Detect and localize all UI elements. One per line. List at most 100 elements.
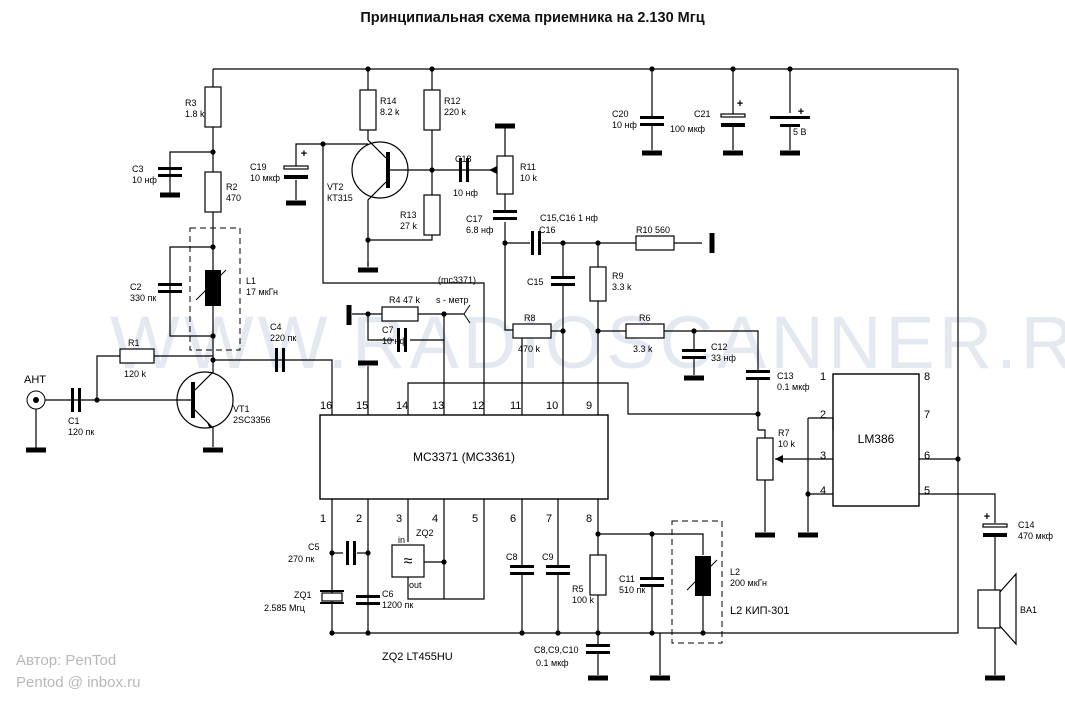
wire	[322, 144, 485, 415]
ic-pin-6-label: 6	[924, 450, 930, 462]
label-r2-value: 470	[226, 193, 241, 203]
resistor-r14	[359, 89, 377, 131]
wire	[367, 314, 394, 341]
label-r11-ref: R11	[520, 162, 536, 172]
capacitor-c3	[158, 174, 182, 177]
ground-symbol	[26, 447, 46, 453]
junction-dot	[755, 411, 761, 417]
label-c5-ref: C5	[308, 542, 320, 552]
capacitor-c5	[346, 541, 349, 565]
wire	[367, 181, 387, 265]
capacitor-c4	[282, 348, 285, 372]
capacitor-c2	[158, 283, 182, 286]
junction-dot	[700, 630, 706, 636]
ground-symbol	[709, 233, 715, 253]
capacitor-c15	[551, 276, 575, 279]
label-r7-ref: R7	[778, 428, 790, 438]
label-c19-value: 10 мкф	[250, 173, 281, 183]
resistor-r5	[589, 554, 607, 596]
label-r5-ref: R5	[572, 584, 584, 594]
label-ba1-ref: BA1	[1020, 605, 1037, 615]
polarity-plus-label: +	[798, 106, 804, 118]
junction-dot	[649, 630, 655, 636]
inductor-l2-tuning	[686, 559, 718, 591]
label-c4-ref: C4	[270, 322, 282, 332]
ic-pin-8-label: 8	[924, 371, 930, 383]
label-c6-value: 1200 пк	[382, 600, 413, 610]
junction-dot	[805, 491, 811, 497]
label-r14-value: 8.2 k	[380, 107, 400, 117]
label-c16-ref: C16	[539, 225, 556, 235]
capacitor-c11	[640, 577, 664, 580]
ic-pin-7-label: 7	[546, 513, 552, 525]
label-c13-value: 0.1 мкф	[777, 382, 810, 392]
transistor-vt1-base	[191, 382, 195, 418]
capacitor-c1	[78, 388, 81, 412]
ground-symbol	[588, 675, 608, 681]
mc3371-note-label: (mc3371)	[438, 275, 476, 285]
junction-dot	[519, 630, 525, 636]
wire	[407, 499, 485, 600]
transistor-vt2-arrow	[368, 193, 376, 200]
ic-pin-15-label: 15	[356, 400, 368, 412]
ground-symbol	[358, 360, 378, 366]
resistor-r1	[119, 348, 155, 364]
wire	[96, 355, 120, 400]
label-c17-ref: C17	[466, 214, 483, 224]
capacitor-c4	[275, 348, 278, 372]
crystal-zq1-plate	[320, 602, 344, 604]
label-l2-value: 200 мкГн	[730, 578, 767, 588]
resistor-r10	[635, 235, 675, 251]
crystal-zq1	[321, 592, 343, 602]
label-r10-ref: R10 560	[636, 225, 670, 235]
label-c4-value: 220 пк	[270, 333, 296, 343]
label-vt2-value: КТ315	[327, 193, 353, 203]
antenna-label: АНТ	[24, 374, 46, 386]
ground-symbol	[650, 675, 670, 681]
capacitor-c9	[546, 572, 570, 575]
label-c9-ref: C9	[542, 552, 554, 562]
label-c6-ref: C6	[382, 589, 394, 599]
label-zq1-ref: ZQ1	[294, 590, 312, 600]
antenna-connector-pin	[33, 397, 39, 403]
capacitor-c13	[746, 370, 770, 373]
filter-zq2-symbol: ≈	[404, 553, 413, 570]
capacitor-c17	[493, 210, 517, 213]
label-r12-value: 220 k	[444, 107, 467, 117]
polarity-plus-label: +	[737, 98, 743, 110]
label-c3-value: 10 нф	[132, 175, 157, 185]
capacitor-c14	[982, 523, 1008, 528]
ic-pin-13-label: 13	[432, 400, 444, 412]
smeter-terminal	[463, 313, 471, 324]
ic-pin-2-label: 2	[820, 409, 826, 421]
label-c3-ref: C3	[132, 164, 144, 174]
label-c11-value: 510 пк	[619, 585, 645, 595]
battery-plate	[780, 124, 800, 127]
label-c20-value: 10 нф	[612, 120, 637, 130]
label-r6-ref: 3.3 k	[633, 344, 653, 354]
label-r9-ref: R9	[612, 271, 624, 281]
wire	[758, 429, 766, 438]
capacitor-c20	[640, 116, 664, 119]
shield-can-l2	[671, 520, 723, 644]
ic-lm386-label: LM386	[858, 432, 895, 446]
resistor-r8	[512, 323, 552, 339]
capacitor-c10	[586, 651, 610, 654]
resistor-r3	[204, 86, 222, 128]
label-c12-ref: C12	[711, 342, 728, 352]
label-l2-ref: L2	[730, 567, 740, 577]
speaker-ba1-cone	[999, 572, 1017, 646]
page-title: Принципиальная схема приемника на 2.130 …	[360, 10, 705, 26]
label-r7-value: 10 k	[778, 439, 796, 449]
capacitor-c10	[586, 644, 610, 647]
inductor-l2	[695, 556, 711, 596]
label-c12-value: 33 нф	[711, 353, 736, 363]
label-vt2-ref: VT2	[327, 182, 344, 192]
wire	[213, 359, 333, 415]
capacitor-c11	[640, 584, 664, 587]
label-zq1-ref: 2.585 Мгц	[264, 603, 305, 613]
capacitor-c21	[720, 113, 746, 118]
label-r5-value: 100 k	[572, 595, 595, 605]
filter-in-label: in	[398, 535, 405, 545]
